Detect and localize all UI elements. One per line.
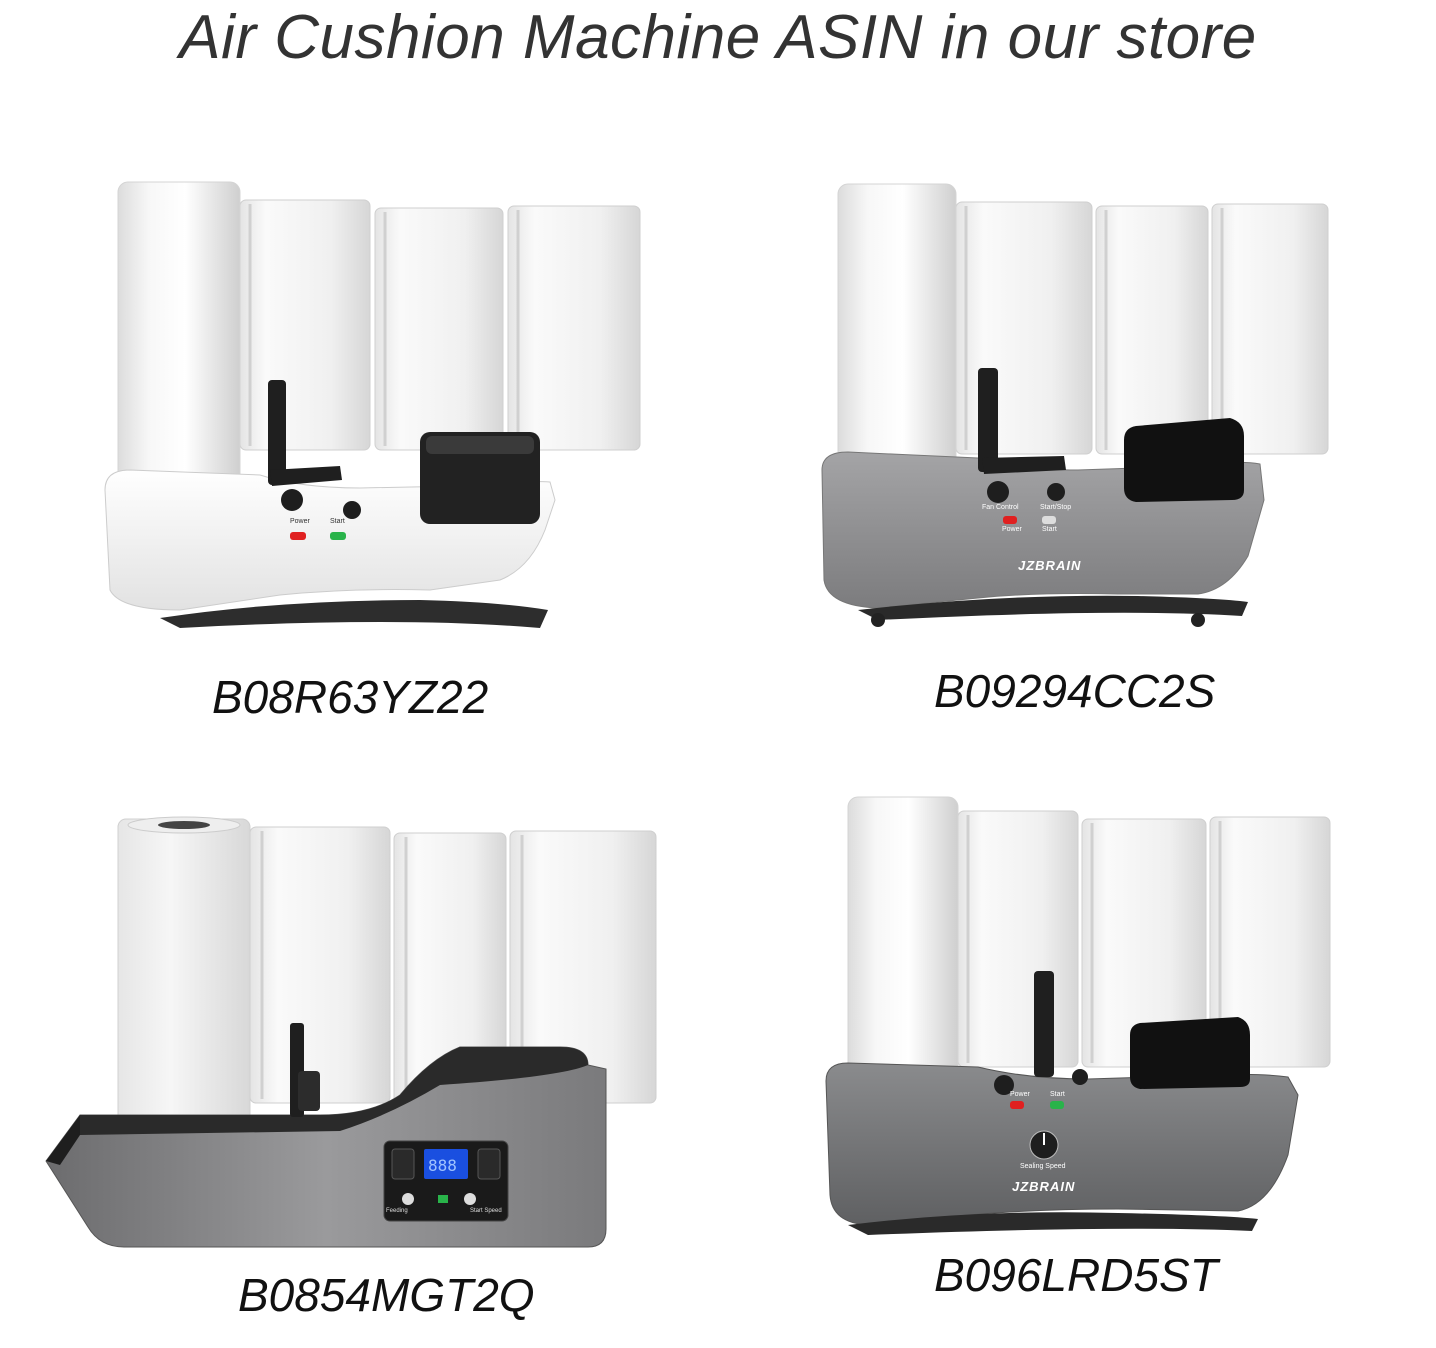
panel-label-fan-control: Fan Control xyxy=(982,504,1019,511)
power-led xyxy=(1010,1101,1024,1109)
white-air-cushion-machine-image xyxy=(104,181,641,628)
asin-label-3[interactable]: B0854MGT2Q xyxy=(238,1269,535,1321)
gray-lcd-air-cushion-machine-image: 888 xyxy=(45,816,657,1248)
gray-air-cushion-machine-image xyxy=(821,183,1329,627)
product-card-2[interactable]: Fan Control Start/Stop Power Start JZBRA… xyxy=(818,170,1338,640)
film-roll xyxy=(117,181,241,513)
panel-label-start: Start xyxy=(1042,526,1057,533)
asin-label-2[interactable]: B09294CC2S xyxy=(934,665,1216,717)
air-pillows xyxy=(239,199,641,451)
air-pillows xyxy=(955,201,1329,455)
product-card-3[interactable]: 888 Feeding Start Speed xyxy=(40,815,680,1255)
start-led xyxy=(330,532,346,540)
power-led xyxy=(290,532,306,540)
page-title: Air Cushion Machine ASIN in our store xyxy=(179,3,1257,72)
panel-label-power: Power xyxy=(1002,526,1022,533)
air-pillows xyxy=(249,826,657,1104)
panel-label-power: Power xyxy=(290,518,310,525)
brand-logo: JZBRAIN xyxy=(1012,1179,1076,1194)
product-card-4[interactable]: Power Start Sealing Speed JZBRAIN xyxy=(818,795,1338,1235)
machine-base xyxy=(825,1062,1299,1226)
brand-logo: JZBRAIN xyxy=(1018,558,1082,573)
start-led xyxy=(1042,516,1056,524)
paper-roll xyxy=(117,818,251,1150)
asin-label-4[interactable]: B096LRD5ST xyxy=(934,1249,1218,1301)
asin-label-1[interactable]: B08R63YZ22 xyxy=(212,671,489,723)
lcd-screen xyxy=(424,1149,468,1179)
power-led xyxy=(1003,516,1017,524)
film-roll xyxy=(847,796,959,1104)
svg-text:888: 888 xyxy=(428,1156,457,1175)
panel-label-start-stop: Start/Stop xyxy=(1040,504,1072,511)
product-card-1[interactable]: Power Start xyxy=(100,170,680,640)
start-led xyxy=(1050,1101,1064,1109)
panel-label-feeding: Feeding xyxy=(386,1208,408,1214)
panel-label-power: Power xyxy=(1010,1091,1030,1098)
panel-label-start: Start xyxy=(1050,1091,1065,1098)
panel-label-start: Start xyxy=(330,518,345,525)
control-panel xyxy=(383,1140,509,1222)
panel-label-sealing-speed: Sealing Speed xyxy=(1020,1163,1066,1170)
gray-dial-air-cushion-machine-image xyxy=(825,796,1331,1235)
panel-label-start-speed: Start Speed xyxy=(470,1208,502,1214)
